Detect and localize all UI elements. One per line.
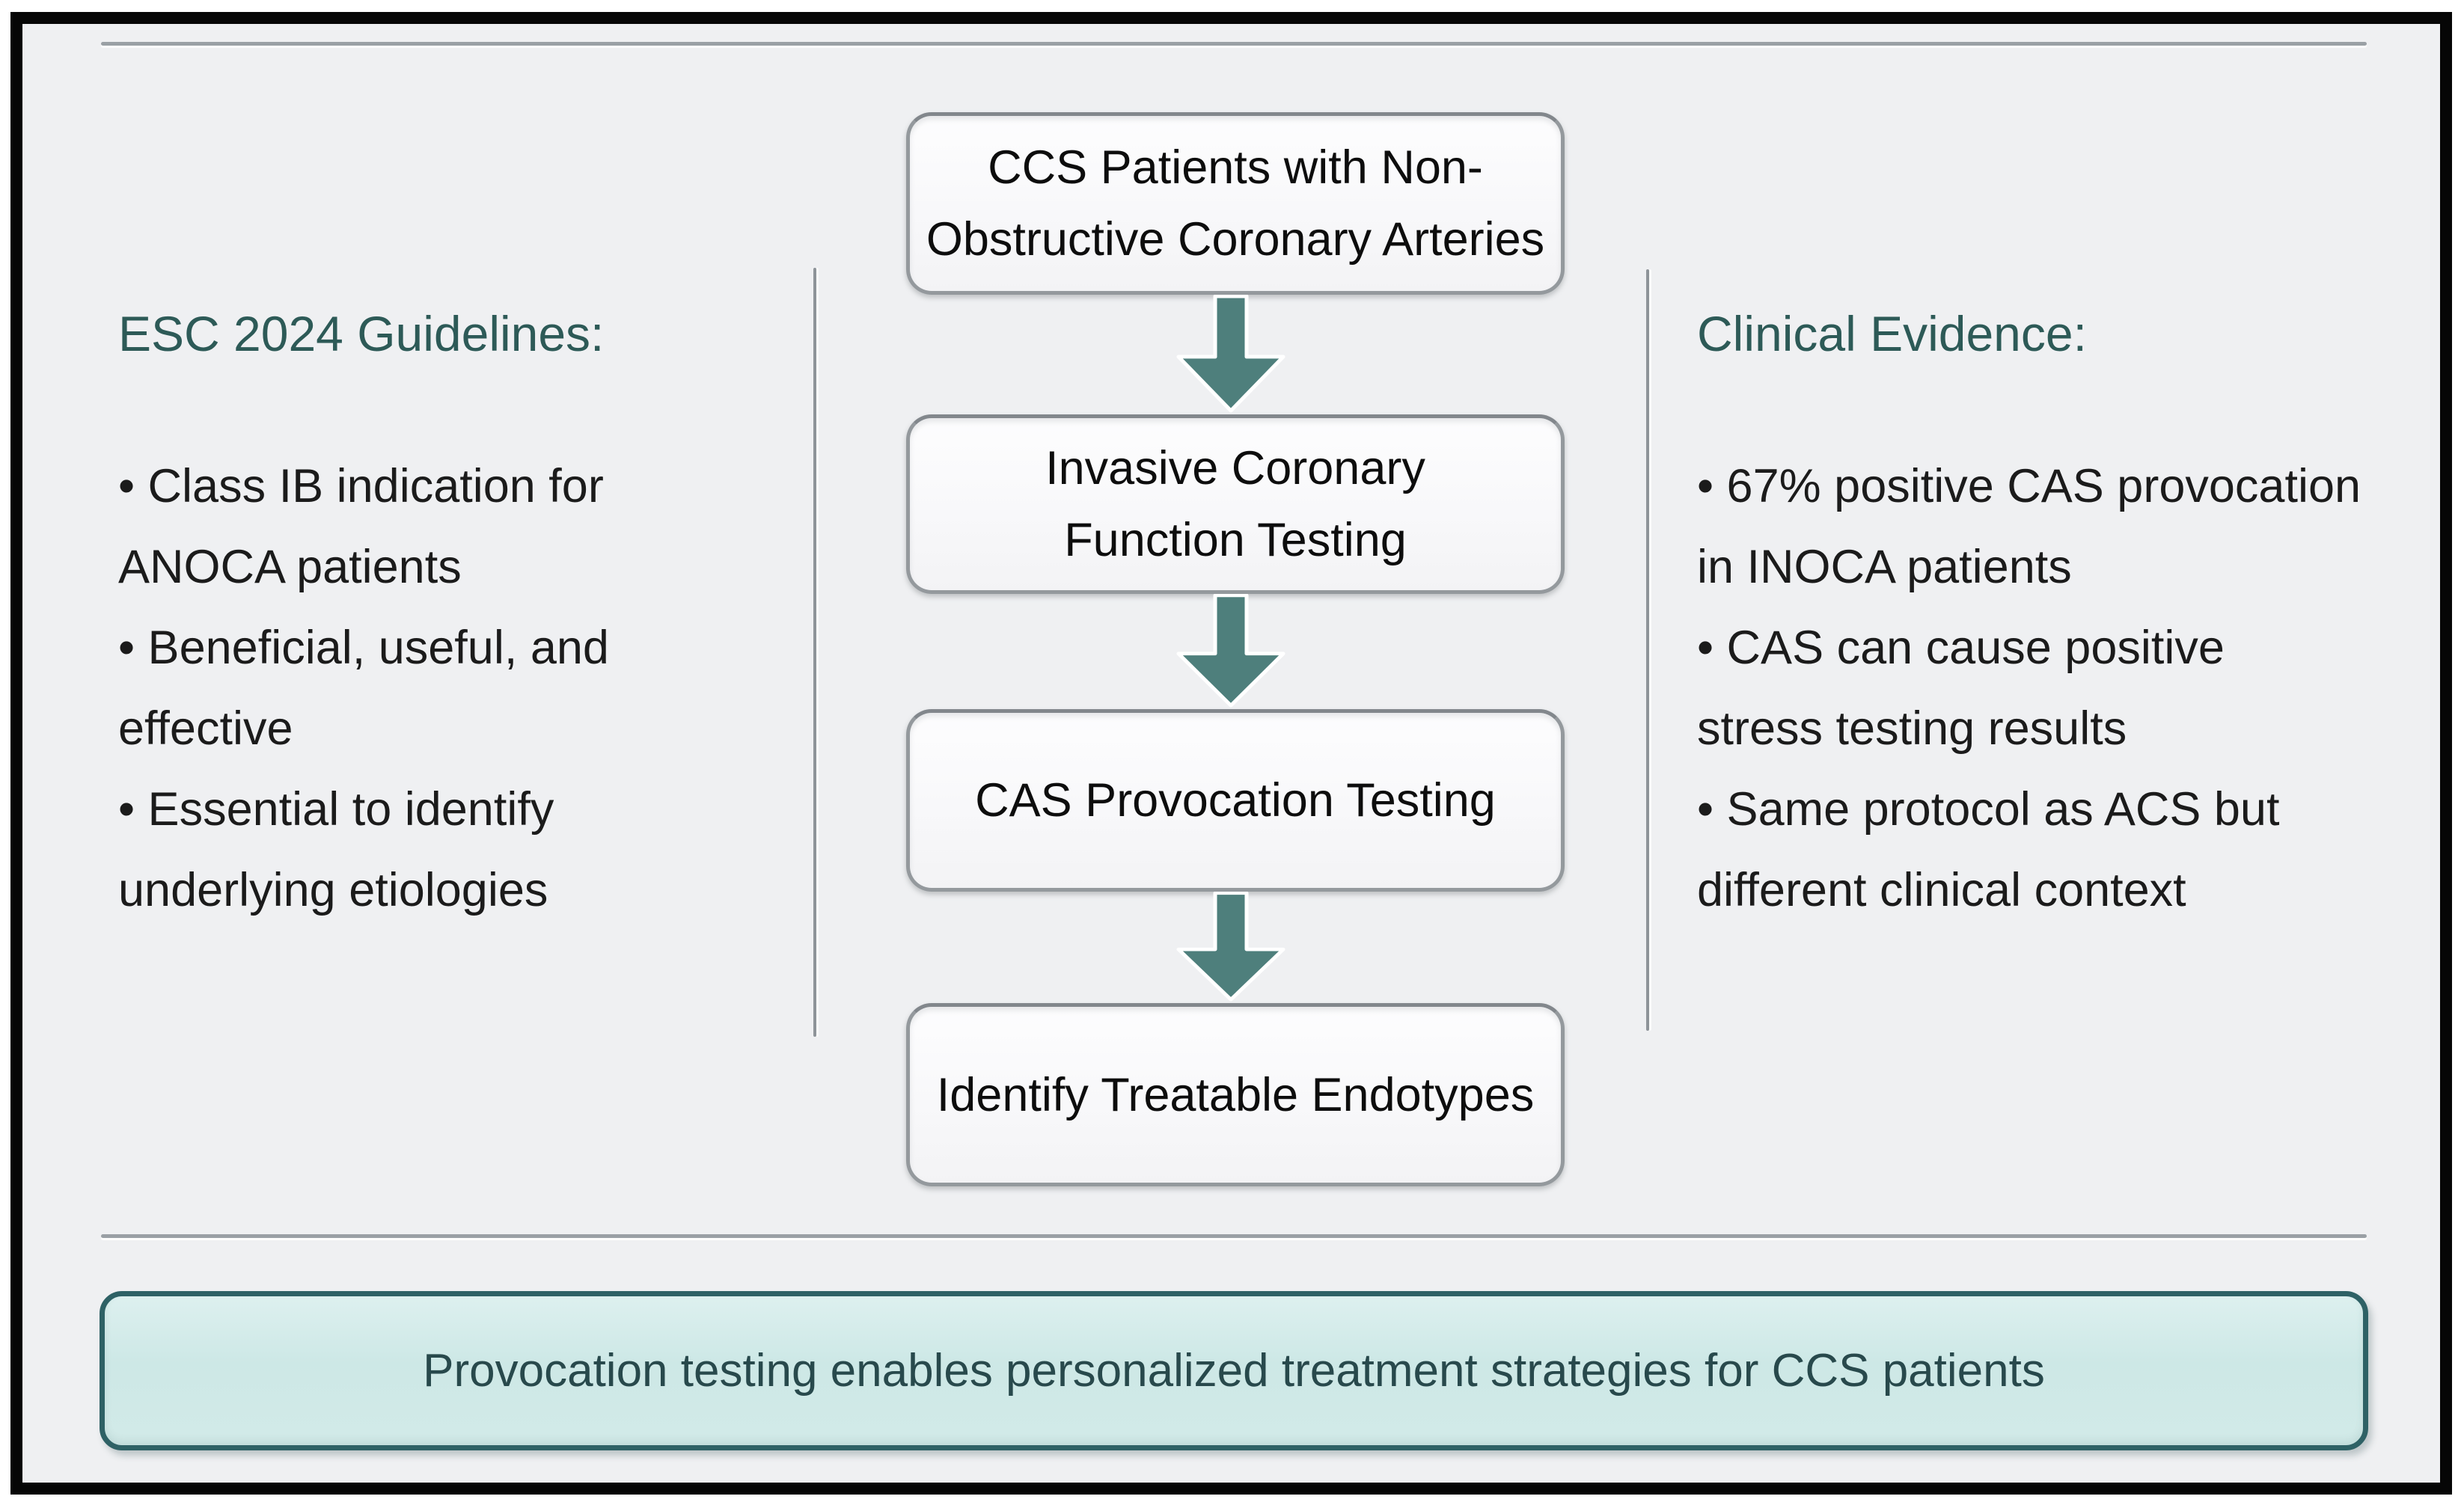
guidelines-line: • Essential to identify [118, 783, 554, 836]
clinical-evidence-line: in INOCA patients [1697, 541, 2072, 593]
down-arrow-icon [1175, 295, 1287, 413]
flow-step-label-line: CCS Patients with Non- [988, 141, 1483, 194]
guidelines-line: • Class IB indication for [118, 460, 604, 512]
right-column-divider [1646, 269, 1649, 1031]
conclusion-banner-text: Provocation testing enables personalized… [423, 1345, 2045, 1397]
flow-step-identify-endotypes: Identify Treatable Endotypes [906, 1003, 1565, 1186]
guidelines-heading: ESC 2024 Guidelines: [118, 306, 605, 361]
flow-step-invasive-testing: Invasive Coronary Function Testing [906, 414, 1565, 594]
guidelines-line: ANOCA patients [118, 541, 462, 593]
flow-step-ccs-patients: CCS Patients with Non- Obstructive Coron… [906, 112, 1565, 295]
clinical-evidence-line: • Same protocol as ACS but [1697, 783, 2280, 836]
clinical-evidence-line: • 67% positive CAS provocation [1697, 460, 2361, 512]
down-arrow-icon [1175, 892, 1287, 1002]
clinical-evidence-heading: Clinical Evidence: [1697, 306, 2087, 361]
clinical-evidence-line: stress testing results [1697, 702, 2127, 755]
bottom-divider-line [101, 1234, 2367, 1238]
top-divider-line [101, 42, 2367, 46]
guidelines-line: effective [118, 702, 293, 755]
clinical-evidence-panel: Clinical Evidence: • 67% positive CAS pr… [1697, 305, 2445, 931]
flow-step-cas-provocation: CAS Provocation Testing [906, 709, 1565, 892]
guidelines-bullet-list: • Class IB indication for ANOCA patients… [118, 446, 814, 931]
clinical-evidence-line: • CAS can cause positive [1697, 622, 2225, 674]
clinical-evidence-bullet-list: • 67% positive CAS provocation in INOCA … [1697, 446, 2445, 931]
clinical-evidence-line: different clinical context [1697, 864, 2186, 916]
flow-step-label-line: Invasive Coronary [1045, 442, 1425, 494]
flow-step-label-line: CAS Provocation Testing [975, 774, 1496, 827]
flow-step-label-line: Function Testing [1064, 514, 1407, 566]
guidelines-line: underlying etiologies [118, 864, 548, 916]
conclusion-banner: Provocation testing enables personalized… [100, 1291, 2368, 1450]
guidelines-line: • Beneficial, useful, and [118, 622, 609, 674]
left-column-divider [813, 268, 816, 1037]
guidelines-panel: ESC 2024 Guidelines: • Class IB indicati… [118, 305, 814, 931]
flow-step-label-line: Identify Treatable Endotypes [936, 1068, 1535, 1121]
flow-step-label-line: Obstructive Coronary Arteries [926, 213, 1545, 266]
down-arrow-icon [1175, 594, 1287, 708]
